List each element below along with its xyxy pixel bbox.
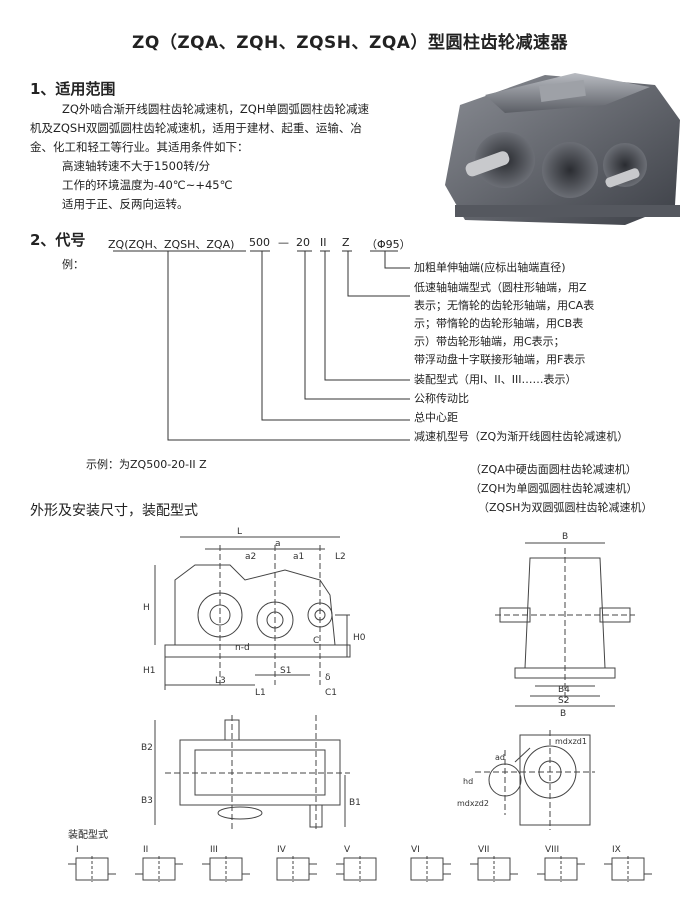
- dim-label-hd: hd: [463, 777, 473, 786]
- dim-label-nd: n-d: [235, 643, 250, 653]
- dim-label-a1: a1: [293, 552, 304, 562]
- dim-label-L2: L2: [335, 552, 346, 562]
- model-note: （ZQSH为双圆弧圆柱齿轮减速机）: [478, 501, 653, 514]
- section1-line: 金、化工和轻工等行业。其适用条件如下：: [30, 140, 249, 154]
- section1-line: ZQ外啮合渐开线圆柱齿轮减速机，ZQH单圆弧圆柱齿轮减速: [62, 102, 370, 116]
- dim-label-L: L: [237, 527, 242, 537]
- assembly-type-label: IX: [612, 845, 621, 855]
- code-shaft: Z: [342, 236, 350, 249]
- dim-label-S2: S2: [558, 696, 569, 706]
- code-assembly: II: [320, 236, 327, 249]
- dim-label-H0: H0: [353, 633, 366, 643]
- annotation-shaft-diameter: 加粗单伸轴端(应标出轴端直径): [414, 261, 566, 274]
- code-ratio: 20: [296, 236, 310, 249]
- dim-label-C: C: [313, 636, 319, 646]
- annotation-shaft-type: 表示；无惰轮的齿轮形轴端，用CA表: [414, 299, 595, 312]
- dim-label-L3: L3: [215, 676, 226, 686]
- annotation-shaft-type: 带浮动盘十字联接形轴端，用F表示: [414, 353, 586, 366]
- plan-view-drawing: B2 B3 B1: [141, 715, 361, 830]
- section3-heading: 外形及安装尺寸，装配型式: [30, 503, 198, 519]
- dim-label-a2: a2: [245, 552, 256, 562]
- condition-item: 适用于正、反两向运转。: [62, 197, 189, 211]
- condition-item: 高速轴转速不大于1500转/分: [62, 159, 211, 173]
- section1-line: 机及ZQSH双圆弧圆柱齿轮减速机，适用于建材、起重、运输、冶: [30, 121, 362, 135]
- annotation-shaft-type: 示）带齿轮形轴端，用C表示；: [414, 335, 565, 348]
- assembly-type-label: II: [143, 845, 148, 855]
- section1-text: ZQ外啮合渐开线圆柱齿轮减速机，ZQH单圆弧圆柱齿轮减速 机及ZQSH双圆弧圆柱…: [30, 100, 430, 214]
- assembly-label: 装配型式: [68, 830, 108, 841]
- dim-label-B4: B4: [558, 685, 570, 695]
- dim-label-B2: B2: [141, 743, 153, 753]
- model-note: （ZQH为单圆弧圆柱齿轮减速机）: [470, 482, 638, 495]
- code-center: 500: [249, 236, 270, 249]
- section1-heading: 1、适用范围: [30, 80, 116, 98]
- dim-label-C1: C1: [325, 688, 337, 698]
- assembly-type-label: VI: [411, 845, 420, 855]
- model-notes: （ZQA中硬齿面圆柱齿轮减速机） （ZQH为单圆弧圆柱齿轮减速机） （ZQSH为…: [470, 460, 700, 517]
- dim-label-a: a: [275, 539, 281, 549]
- condition-item: 工作的环境温度为-40℃~+45℃: [62, 178, 233, 192]
- annotation-model: 减速机型号（ZQ为渐开线圆柱齿轮减速机）: [414, 430, 629, 443]
- assembly-type-label: IV: [277, 845, 287, 855]
- annotation-center-distance: 总中心距: [414, 411, 458, 424]
- annotation-assembly: 装配型式（用I、II、III……表示）: [414, 373, 577, 386]
- dim-label-ad: ad: [495, 753, 505, 762]
- section2-heading: 2、代号: [30, 231, 86, 249]
- dim-label-mdxzd1: mdxzd1: [555, 737, 587, 746]
- example-label: 例：: [62, 258, 84, 271]
- annotation-ratio: 公称传动比: [414, 392, 469, 405]
- reducer-photo: [445, 73, 680, 225]
- annotation-shaft-type: 低速轴轴端型式（圆柱形轴端，用Z: [414, 281, 587, 294]
- dim-label-mdxzd2: mdxzd2: [457, 799, 489, 808]
- code-leader-lines: [113, 250, 410, 441]
- code-diameter: （Φ95）: [366, 238, 411, 251]
- assembly-type-label: III: [210, 845, 218, 855]
- annotation-shaft-type: 示；带惰轮的齿轮形轴端，用CB表: [414, 317, 584, 330]
- dim-label-H1: H1: [143, 666, 156, 676]
- dim-label-S1: S1: [280, 666, 291, 676]
- front-view-drawing: L a a2 a1 L2 H H1 H0 C n-d L3 S1 L1 C1 δ: [143, 527, 366, 698]
- assembly-type-label: VIII: [545, 845, 559, 855]
- dim-label-H: H: [143, 603, 150, 613]
- dim-label-B1: B1: [349, 798, 361, 808]
- assembly-type-label: I: [76, 845, 79, 855]
- sample-code: 示例：为ZQ500-20-II Z: [86, 458, 207, 471]
- code-model: ZQ(ZQH、ZQSH、ZQA): [108, 238, 235, 251]
- assembly-type-label: V: [344, 845, 351, 855]
- dim-label-delta: δ: [325, 673, 331, 683]
- page-title: ZQ（ZQA、ZQH、ZQSH、ZQA）型圆柱齿轮减速器: [132, 33, 568, 53]
- dim-label-B-bottom: B: [560, 709, 566, 718]
- shaft-detail-drawing: mdxzd1 ad hd mdxzd2: [457, 730, 595, 830]
- side-view-drawing: B B4 S2 B: [495, 532, 635, 718]
- dim-label-L1: L1: [255, 688, 266, 698]
- dim-label-B3: B3: [141, 796, 153, 806]
- code-annotations: 加粗单伸轴端(应标出轴端直径) 低速轴轴端型式（圆柱形轴端，用Z 表示；无惰轮的…: [414, 259, 694, 446]
- model-note: （ZQA中硬齿面圆柱齿轮减速机）: [470, 463, 637, 476]
- code-dash: —: [278, 236, 289, 249]
- dim-label-B-top: B: [562, 532, 568, 542]
- assembly-type-label: VII: [478, 845, 489, 855]
